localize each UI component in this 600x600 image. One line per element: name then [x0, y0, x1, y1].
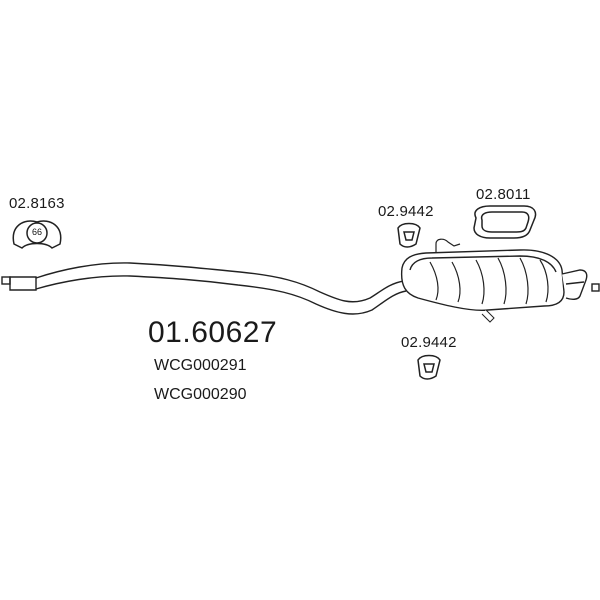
clamp-size-badge: 66	[31, 227, 42, 237]
rubber-mount-bottom-icon	[417, 354, 441, 380]
oem-code-1: WCG000291	[154, 357, 247, 374]
gasket-icon	[473, 205, 537, 239]
gasket-part-ref: 02.8011	[476, 186, 531, 203]
oem-code-2: WCG000290	[154, 386, 247, 403]
rubber-mount-top-part-ref: 02.9442	[378, 203, 434, 220]
clamp-icon	[12, 220, 62, 249]
front-pipe	[1, 262, 407, 315]
rubber-mount-top-icon	[397, 222, 421, 248]
rear-muffler	[400, 249, 600, 323]
rubber-mount-bottom-part-ref: 02.9442	[401, 334, 457, 351]
main-part-number: 01.60627	[148, 316, 278, 349]
clamp-part-ref: 02.8163	[9, 195, 65, 212]
